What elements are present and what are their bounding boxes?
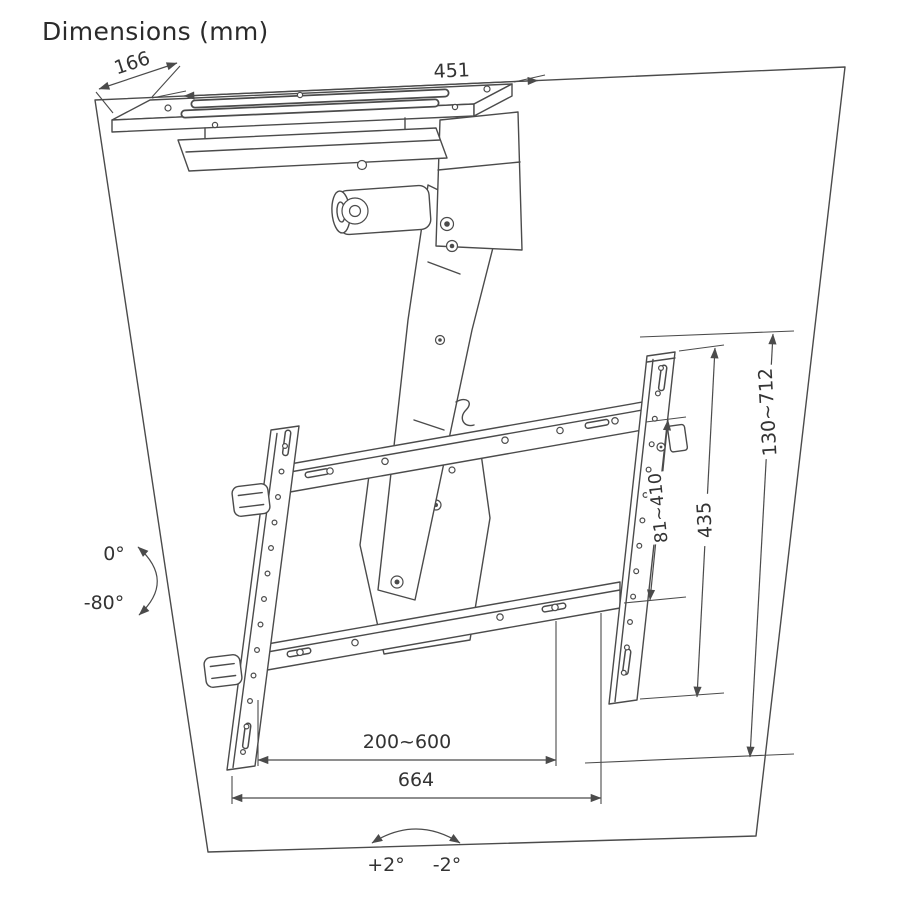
dim-drop-range: 130~712 — [584, 330, 795, 764]
swivel-neg-label: -2° — [433, 854, 461, 876]
slide-carriage — [177, 117, 448, 172]
top-depth-label: 166 — [112, 47, 153, 79]
motor-cable — [455, 398, 475, 427]
hinge-knuckle — [356, 159, 368, 171]
dim-top-width: 451 — [151, 59, 546, 100]
dim-bracket-height: 435 — [639, 344, 725, 700]
left-rail-holes — [240, 443, 289, 755]
vesa-width-range-label: 200~600 — [363, 731, 451, 753]
left-rail-clamp-top — [231, 483, 271, 517]
dim-bracket-width: 664 — [231, 613, 602, 804]
tilt-min-label: -80° — [84, 592, 125, 614]
left-vertical-rail — [226, 425, 300, 771]
drop-range-label: 130~712 — [755, 367, 782, 457]
motor — [331, 184, 432, 236]
top-width-label: 451 — [433, 59, 470, 83]
page-title: Dimensions (mm) — [42, 17, 269, 46]
ceiling-mount-assembly — [111, 83, 523, 253]
bracket-width-label: 664 — [398, 769, 434, 791]
pivot-bracket — [435, 111, 523, 253]
dim-vesa-width-range: 200~600 — [257, 621, 557, 766]
bracket-height-label: 435 — [693, 501, 717, 538]
tilt-max-label: 0° — [103, 543, 125, 565]
ceiling-plane — [94, 66, 846, 853]
tilt-angle-indicator: 0° -80° — [84, 543, 158, 616]
swivel-angle-indicator: +2° -2° — [367, 828, 461, 876]
left-rail-clamp-bottom — [203, 654, 243, 688]
right-rail-tab — [666, 423, 689, 453]
swivel-pos-label: +2° — [367, 854, 405, 876]
